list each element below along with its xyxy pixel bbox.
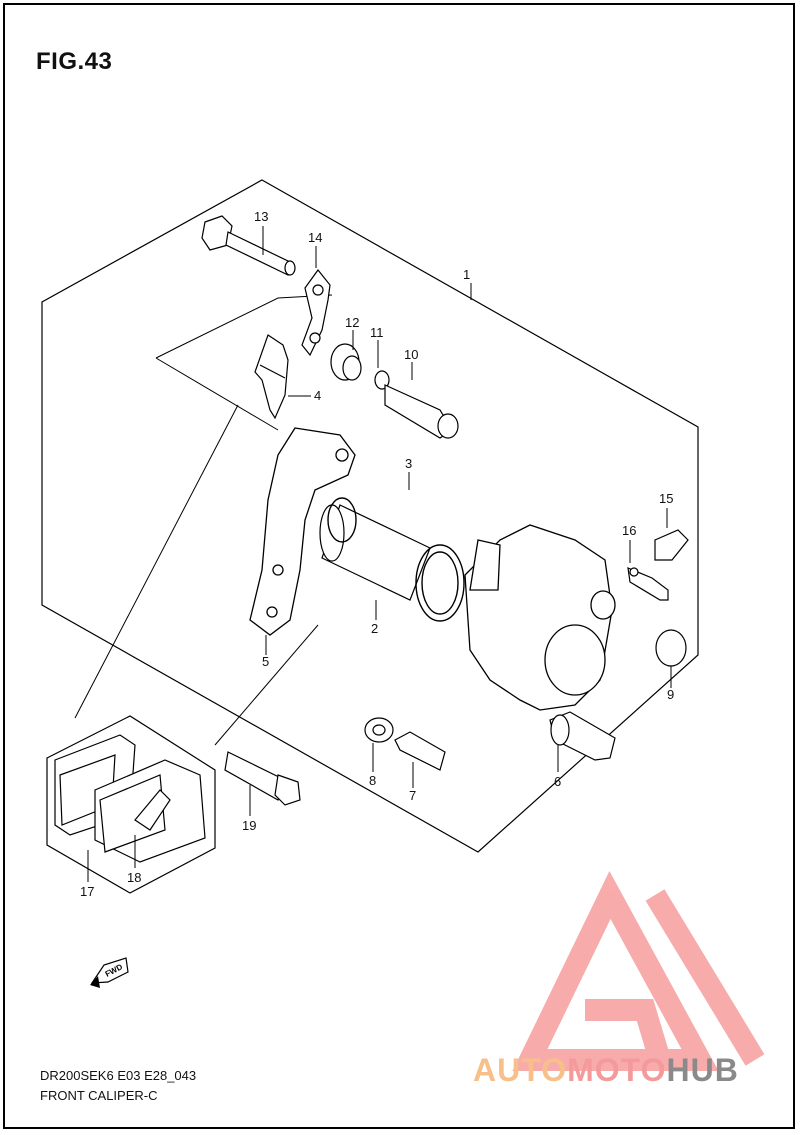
callout-3: 3	[405, 456, 412, 471]
bleeder-15	[654, 529, 689, 561]
callout-4: 4	[314, 388, 321, 403]
callout-10: 10	[404, 347, 418, 362]
watermark-logo: AUTOMOTOHUB	[473, 1052, 739, 1089]
callout-18: 18	[127, 870, 141, 885]
callout-11: 11	[370, 325, 384, 340]
bolt-7	[394, 731, 446, 771]
pad-spring-4	[254, 334, 289, 420]
boot-12	[330, 343, 362, 381]
bracket-5	[249, 427, 356, 636]
callout-7: 7	[409, 788, 416, 803]
callout-leaders	[87, 226, 672, 882]
figure-title: FIG.43	[36, 48, 113, 75]
fwd-arrow-icon: FWD	[90, 957, 129, 988]
callout-16: 16	[622, 523, 636, 538]
page-border	[3, 3, 795, 1129]
seals-3	[327, 497, 465, 622]
callout-12: 12	[345, 315, 359, 330]
shim-18	[134, 789, 171, 831]
callout-15: 15	[659, 491, 673, 506]
pin-10	[384, 384, 459, 439]
caliper-body-1	[464, 524, 616, 711]
watermark-part-moto: MOTO	[567, 1052, 667, 1088]
callout-19: 19	[242, 818, 256, 833]
assembly-outline	[41, 179, 699, 853]
callout-1: 1	[463, 267, 470, 282]
plug-9	[655, 629, 687, 667]
piston-2	[319, 504, 431, 601]
callout-6: 6	[554, 774, 561, 789]
bolt-19	[224, 751, 301, 806]
callout-13: 13	[254, 209, 268, 224]
callout-17: 17	[80, 884, 94, 899]
callout-9: 9	[667, 687, 674, 702]
callout-5: 5	[262, 654, 269, 669]
watermark-part-auto: AUTO	[473, 1052, 568, 1088]
watermark-part-hub: HUB	[666, 1052, 739, 1088]
section-name: FRONT CALIPER-C	[40, 1088, 158, 1103]
model-code: DR200SEK6 E03 E28_043	[40, 1068, 197, 1083]
pads-17	[54, 734, 206, 863]
bolt-6	[549, 711, 616, 761]
cap-16	[627, 567, 669, 601]
callout-8: 8	[369, 773, 376, 788]
callout-2: 2	[371, 621, 378, 636]
washer-8	[364, 717, 394, 743]
callout-14: 14	[308, 230, 322, 245]
bolt-13	[201, 215, 296, 276]
watermark-triangle	[512, 870, 765, 1071]
ring-11	[374, 370, 390, 390]
pad-set-outline	[46, 715, 216, 894]
clip-14	[301, 269, 331, 357]
